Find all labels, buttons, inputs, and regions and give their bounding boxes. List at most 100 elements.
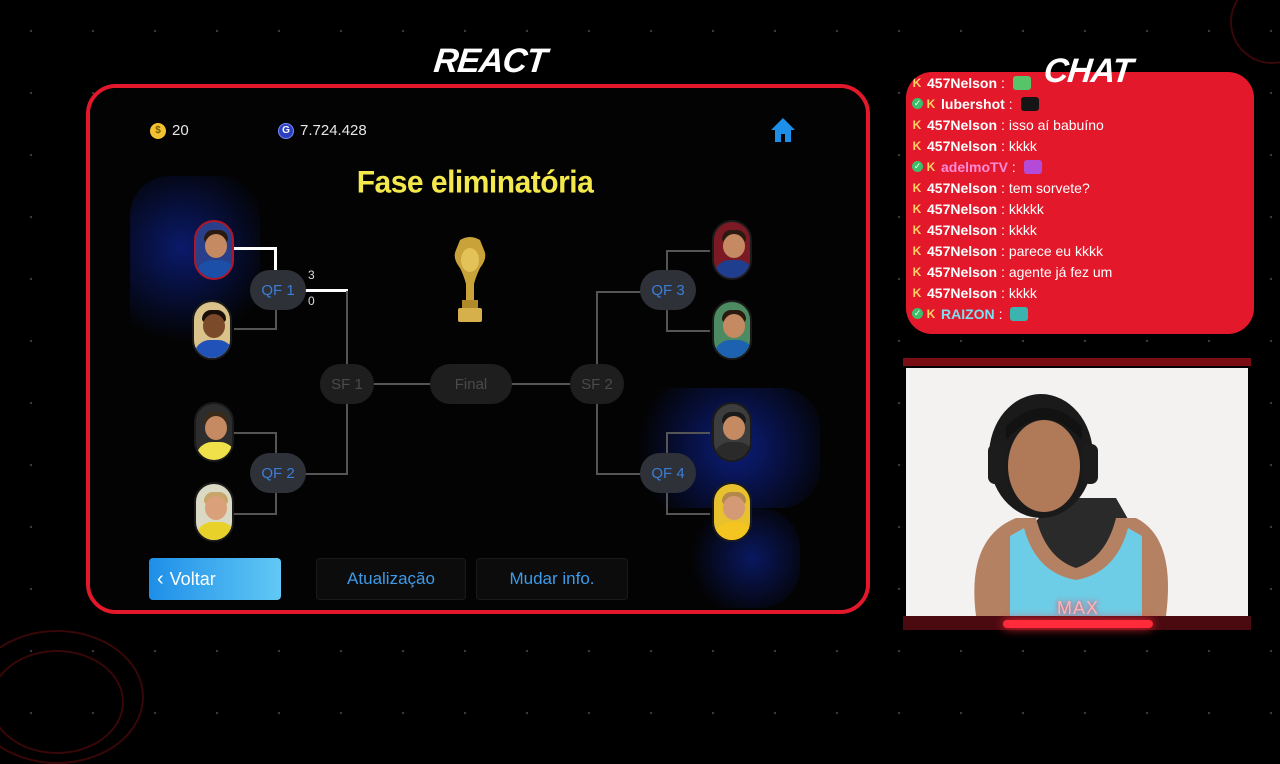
k-badge-icon: K [912, 75, 922, 90]
page-title: Fase eliminatória [356, 165, 594, 200]
green-blue-emote-icon [1010, 306, 1029, 321]
home-icon[interactable] [770, 116, 796, 144]
player-avatar[interactable] [194, 482, 234, 542]
final-node[interactable]: Final [430, 364, 512, 404]
qf4-node[interactable]: QF 4 [640, 453, 696, 493]
chat-text: kkkk [1008, 221, 1037, 238]
qf2-node[interactable]: QF 2 [250, 453, 306, 493]
player-face [205, 416, 227, 440]
change-info-button[interactable]: Mudar info. [476, 558, 628, 600]
streamer-name: MAX [1056, 598, 1099, 618]
k-badge-icon: K [926, 306, 936, 321]
bracket-line [596, 399, 598, 475]
bracket-line [596, 291, 642, 293]
back-button-label: Voltar [169, 568, 216, 589]
webcam-frame: MAX [903, 358, 1251, 630]
bracket-line [510, 383, 570, 385]
gp-counter: G 7.724.428 [278, 122, 367, 139]
bracket-line [666, 310, 668, 332]
sf2-node[interactable]: SF 2 [570, 364, 624, 404]
k-badge-icon: K [912, 138, 922, 153]
chat-separator: : [1011, 158, 1020, 175]
k-badge-icon: K [926, 159, 936, 174]
bracket-line [234, 513, 276, 515]
chat-username[interactable]: 457Nelson [927, 137, 998, 154]
player-face [723, 234, 745, 258]
bracket-line [234, 247, 276, 250]
green-face-icon [1012, 75, 1031, 90]
bracket-line [666, 250, 710, 252]
bracket-line [234, 328, 276, 330]
chat-username[interactable]: 457Nelson [927, 221, 998, 238]
chat-username[interactable]: 457Nelson [927, 242, 998, 259]
bracket-line [275, 432, 277, 454]
chat-separator: : [1001, 179, 1009, 196]
chat-message: K 457Nelson: tem sorvete? [912, 177, 1252, 198]
chat-separator: : [1001, 200, 1009, 217]
webcam-top-border [903, 358, 1251, 366]
player-avatar[interactable] [712, 300, 752, 360]
bracket-line [666, 432, 710, 434]
player-shirt [714, 340, 750, 358]
k-badge-icon: K [912, 222, 922, 237]
webcam-glow-bar [1003, 620, 1153, 628]
chat-text: agente já fez um [1008, 263, 1113, 280]
chat-title: CHAT [1042, 52, 1134, 90]
player-shirt [714, 442, 750, 460]
chat-username[interactable]: 457Nelson [927, 263, 998, 280]
chat-text: isso aí babuíno [1008, 116, 1104, 133]
game-screen: $ 20 G 7.724.428 Fase eliminatória [90, 88, 866, 610]
trophy-icon [454, 237, 486, 322]
player-avatar[interactable] [712, 220, 752, 280]
chat-username[interactable]: 457Nelson [927, 74, 998, 91]
qf1-node[interactable]: QF 1 [250, 270, 306, 310]
chat-text: parece eu kkkk [1008, 242, 1103, 259]
chat-text: tem sorvete? [1008, 179, 1090, 196]
chat-username[interactable]: RAIZON [941, 305, 995, 322]
k-badge-icon: K [912, 180, 922, 195]
bracket-line [234, 432, 276, 434]
chat-username[interactable]: 457Nelson [927, 179, 998, 196]
bracket-line [596, 291, 598, 373]
player-avatar[interactable] [194, 220, 234, 280]
update-button[interactable]: Atualização [316, 558, 466, 600]
player-face [205, 234, 227, 258]
chat-separator: : [1001, 137, 1009, 154]
sf1-node[interactable]: SF 1 [320, 364, 374, 404]
k-badge-icon: K [912, 285, 922, 300]
chat-username[interactable]: lubershot [941, 95, 1005, 112]
chat-separator: : [1001, 284, 1009, 301]
player-avatar[interactable] [712, 482, 752, 542]
verified-badge-icon: ✓ [912, 98, 923, 109]
chat-username[interactable]: adelmoTV [941, 158, 1008, 175]
player-avatar[interactable] [712, 402, 752, 462]
gp-icon: G [278, 122, 294, 139]
bracket-line [274, 247, 277, 271]
chat-username[interactable]: 457Nelson [927, 284, 998, 301]
chat-text: kkkk [1008, 284, 1037, 301]
react-frame: $ 20 G 7.724.428 Fase eliminatória [86, 84, 870, 614]
coins-counter: $ 20 [150, 122, 189, 139]
player-avatar[interactable] [194, 402, 234, 462]
player-avatar[interactable] [192, 300, 232, 360]
player-shirt [714, 260, 750, 278]
chat-separator: : [1001, 263, 1009, 280]
back-button[interactable]: ‹ Voltar [149, 558, 281, 600]
player-face [203, 314, 225, 338]
player-face [723, 416, 745, 440]
chat-username[interactable]: 457Nelson [927, 200, 998, 217]
qf3-node[interactable]: QF 3 [640, 270, 696, 310]
streamer-silhouette [906, 368, 1248, 616]
chat-username[interactable]: 457Nelson [927, 116, 998, 133]
bracket-line [666, 432, 668, 454]
player-shirt [196, 260, 232, 278]
bracket-line [302, 289, 348, 292]
k-badge-icon: K [912, 243, 922, 258]
webcam-feed [906, 368, 1248, 616]
